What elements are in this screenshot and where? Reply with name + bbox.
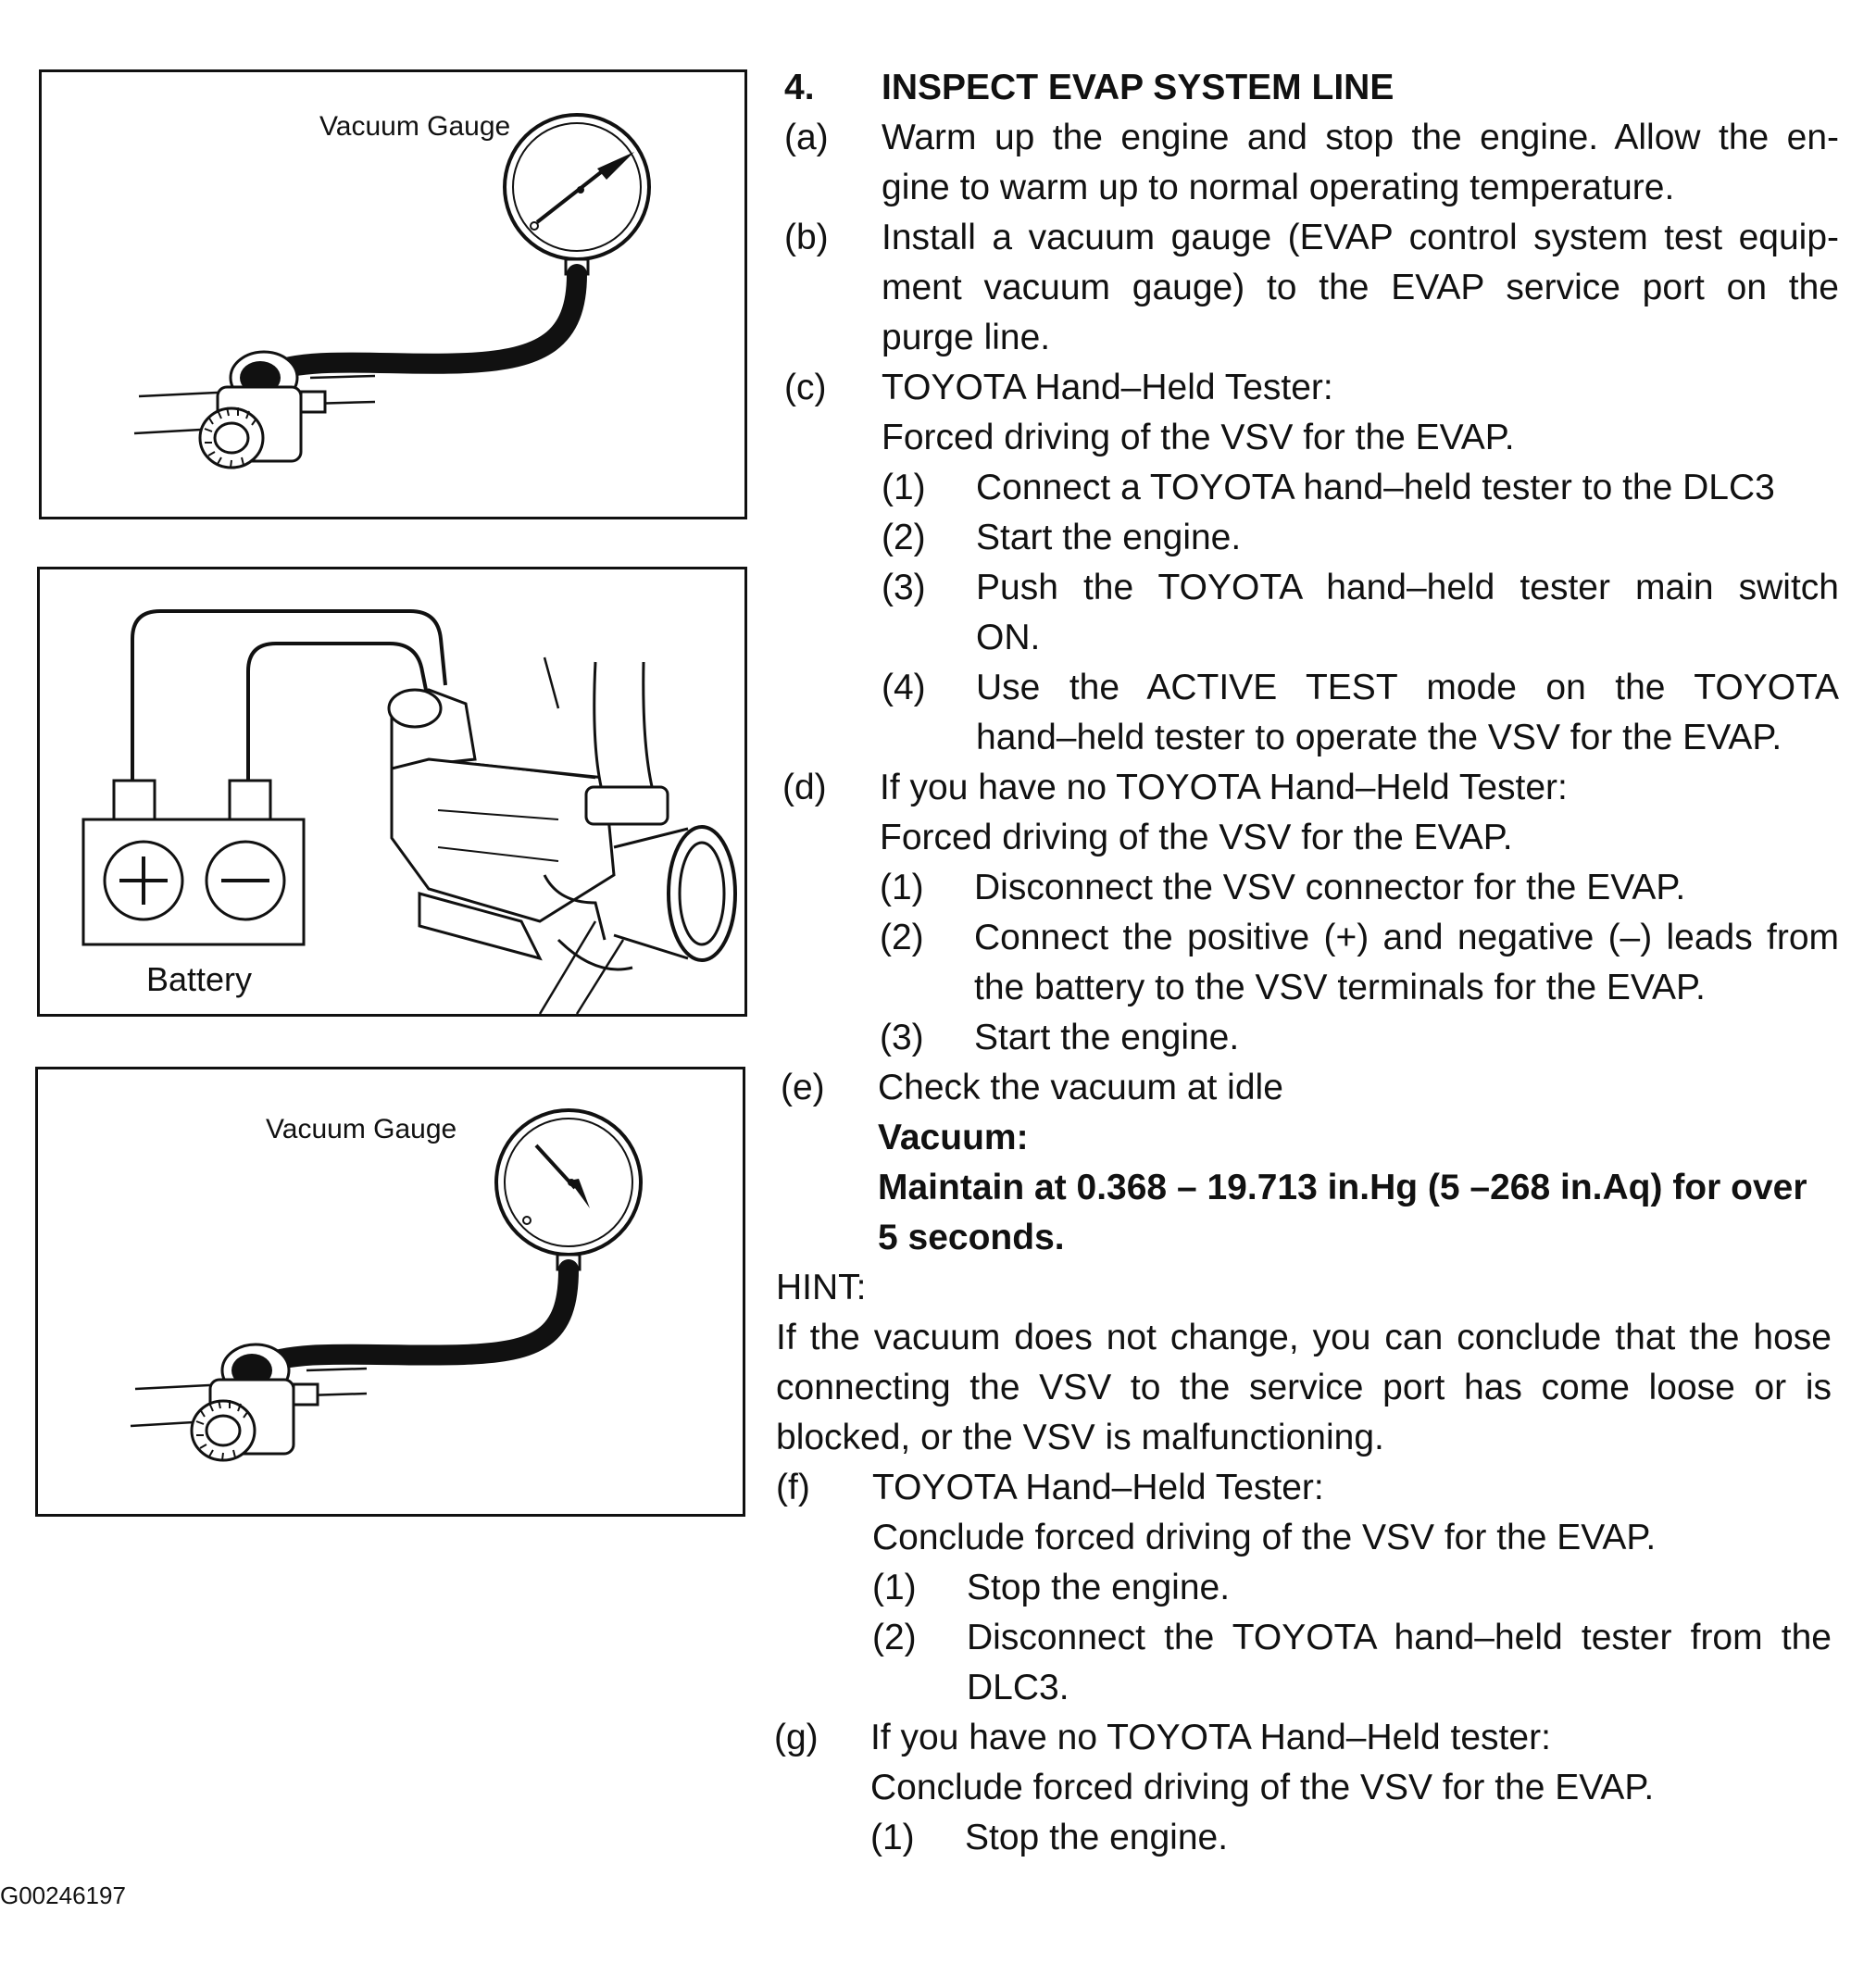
substep-text: Push the TOYOTA hand–held tester main sw… (976, 568, 1839, 607)
step-text: Forced driving of the VSV for the EVAP. (882, 418, 1515, 457)
hint-text: blocked, or the VSV is malfunctioning. (776, 1418, 1384, 1457)
gauge-dial-icon (503, 113, 651, 261)
substep-marker: (1) (872, 1568, 917, 1607)
vacuum-gauge-label: Vacuum Gauge (319, 111, 511, 142)
step-text: ment vacuum gauge) to the EVAP service p… (882, 268, 1839, 307)
spec-value: Maintain at 0.368 – 19.713 in.Hg (5 –268… (878, 1168, 1807, 1207)
step-text: Conclude forced driving of the VSV for t… (870, 1768, 1655, 1807)
substep-text: Disconnect the TOYOTA hand–held tester f… (967, 1618, 1832, 1657)
figure-id: G00246197 (0, 1882, 126, 1909)
vacuum-gauge-figure-1: Vacuum Gauge (39, 69, 747, 519)
substep-marker: (1) (882, 468, 926, 507)
substep-text: Start the engine. (976, 518, 1242, 557)
vacuum-gauge-illustration (133, 113, 651, 469)
substep-marker: (3) (882, 568, 926, 607)
hint-text: If the vacuum does not change, you can c… (776, 1318, 1832, 1357)
hint-text: connecting the VSV to the service port h… (776, 1368, 1832, 1407)
step-text: Conclude forced driving of the VSV for t… (872, 1518, 1657, 1557)
substep-text: Connect a TOYOTA hand–held tester to the… (976, 468, 1775, 507)
substep-text: Disconnect the VSV connector for the EVA… (974, 868, 1686, 907)
battery-vsv-illustration (81, 609, 737, 1014)
substep-text: Start the engine. (974, 1018, 1240, 1057)
vacuum-gauge-illustration (130, 1108, 643, 1462)
section-title: INSPECT EVAP SYSTEM LINE (882, 68, 1394, 107)
step-marker: (g) (774, 1718, 819, 1757)
substep-marker: (2) (882, 518, 926, 557)
step-text: TOYOTA Hand–Held Tester: (872, 1468, 1324, 1507)
step-text: Warm up the engine and stop the engine. … (882, 118, 1839, 157)
step-marker: (e) (781, 1068, 825, 1107)
substep-text: hand–held tester to operate the VSV for … (976, 718, 1782, 757)
step-text: Check the vacuum at idle (878, 1068, 1283, 1107)
spec-value: 5 seconds. (878, 1218, 1065, 1257)
vacuum-gauge-figure-2: Vacuum Gauge (35, 1067, 745, 1517)
substep-marker: (1) (870, 1818, 915, 1857)
vacuum-gauge-label: Vacuum Gauge (266, 1114, 457, 1144)
substep-text: Stop the engine. (967, 1568, 1231, 1607)
step-text: purge line. (882, 318, 1051, 357)
step-text: Forced driving of the VSV for the EVAP. (880, 818, 1513, 857)
step-marker: (d) (782, 768, 827, 807)
step-text: gine to warm up to normal operating temp… (882, 168, 1675, 207)
hint-label: HINT: (776, 1268, 867, 1307)
substep-marker: (4) (882, 668, 926, 707)
step-text: If you have no TOYOTA Hand–Held tester: (870, 1718, 1551, 1757)
section-number: 4. (784, 68, 815, 107)
substep-marker: (3) (880, 1018, 924, 1057)
substep-text: Use the ACTIVE TEST mode on the TOYOTA (976, 668, 1839, 707)
substep-text: ON. (976, 618, 1041, 657)
step-marker: (c) (784, 368, 827, 407)
step-marker: (f) (776, 1468, 810, 1507)
step-text: Install a vacuum gauge (EVAP control sys… (882, 218, 1839, 257)
spec-label: Vacuum: (878, 1118, 1029, 1157)
step-marker: (a) (784, 118, 829, 157)
battery-vsv-figure: Battery (37, 567, 747, 1017)
battery-label: Battery (146, 960, 253, 998)
step-marker: (b) (784, 218, 829, 257)
substep-text: Stop the engine. (965, 1818, 1229, 1857)
substep-text: the battery to the VSV terminals for the… (974, 968, 1706, 1007)
step-text: If you have no TOYOTA Hand–Held Tester: (880, 768, 1568, 807)
substep-marker: (1) (880, 868, 924, 907)
substep-text: Connect the positive (+) and negative (–… (974, 918, 1839, 957)
step-text: TOYOTA Hand–Held Tester: (882, 368, 1333, 407)
substep-marker: (2) (872, 1618, 917, 1657)
substep-marker: (2) (880, 918, 924, 957)
substep-text: DLC3. (967, 1668, 1069, 1707)
